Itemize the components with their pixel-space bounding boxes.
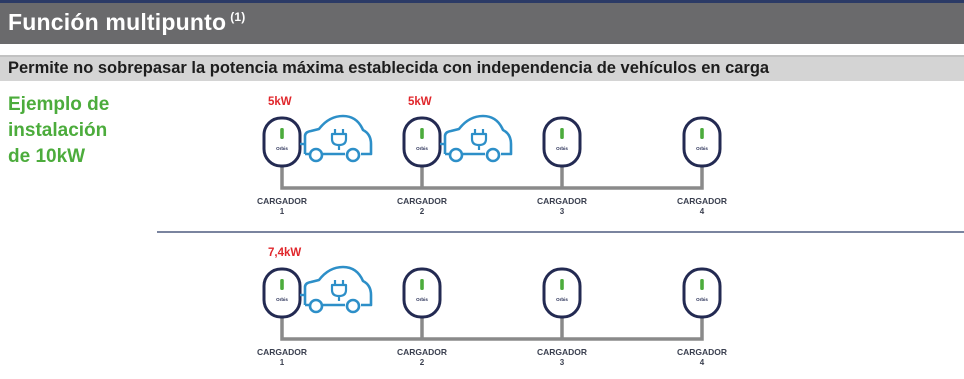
example-label-line-3: de 10kW [8, 146, 86, 167]
status-led-icon [280, 279, 284, 290]
charger-brand-logo: Orbis [276, 146, 288, 151]
power-bus-line [280, 164, 704, 190]
status-led-icon [700, 128, 704, 139]
charger-caption: CARGADOR [397, 347, 447, 357]
title-text: Función multipunto [8, 9, 227, 35]
status-led-icon [280, 128, 284, 139]
charger-power-label: 5kW [268, 96, 292, 108]
charger-number: 2 [420, 207, 425, 216]
charger-number: 4 [700, 358, 705, 367]
charger-number: 3 [560, 207, 565, 216]
electric-car-icon [300, 114, 373, 163]
subtitle-bar: Permite no sobrepasar la potencia máxima… [0, 55, 964, 81]
electric-car-icon [440, 114, 513, 163]
charger-brand-logo: Orbis [416, 297, 428, 302]
charger-icon [682, 116, 722, 168]
charger-brand-logo: Orbis [276, 297, 288, 302]
charger-row: Orbis7,4kWCARGADOR1OrbisCARGADOR2OrbisCA… [257, 247, 727, 367]
status-led-icon [420, 128, 424, 139]
charger-power-label: 5kW [408, 96, 432, 108]
charger-brand-logo: Orbis [416, 146, 428, 151]
status-led-icon [420, 279, 424, 290]
power-bus-line [280, 315, 704, 341]
charger-icon [262, 267, 302, 319]
charger-caption: CARGADOR [257, 347, 307, 357]
charger-power-label: 7,4kW [268, 247, 301, 259]
charger-brand-logo: Orbis [556, 297, 568, 302]
plug-icon [330, 129, 348, 150]
charger-caption: CARGADOR [537, 196, 587, 206]
charger-row: Orbis5kWCARGADOR1Orbis5kWCARGADOR2OrbisC… [257, 96, 727, 216]
charger-caption: CARGADOR [537, 347, 587, 357]
plug-icon [470, 129, 488, 150]
page-title: Función multipunto(1) [8, 9, 246, 36]
charger-number: 1 [280, 358, 285, 367]
charger-icon [262, 116, 302, 168]
charger-icon [682, 267, 722, 319]
charger-brand-logo: Orbis [556, 146, 568, 151]
charger-icon [402, 267, 442, 319]
charger-number: 2 [420, 358, 425, 367]
charger-brand-logo: Orbis [696, 297, 708, 302]
status-led-icon [560, 128, 564, 139]
charger-icon [542, 267, 582, 319]
status-led-icon [700, 279, 704, 290]
charger-icon [542, 116, 582, 168]
example-label-line-1: Ejemplo de [8, 94, 110, 115]
plug-icon [330, 280, 348, 301]
charger-number: 4 [700, 207, 705, 216]
electric-car-icon [300, 265, 373, 314]
charger-icon [402, 116, 442, 168]
charger-brand-logo: Orbis [696, 146, 708, 151]
title-footnote-mark: (1) [230, 10, 246, 25]
example-label: Ejemplo de instalación de 10kW [8, 92, 158, 170]
charger-caption: CARGADOR [397, 196, 447, 206]
charger-caption: CARGADOR [677, 347, 727, 357]
subtitle: Permite no sobrepasar la potencia máxima… [8, 59, 770, 77]
example-label-line-2: instalación [8, 120, 108, 141]
charger-caption: CARGADOR [257, 196, 307, 206]
title-bar: Función multipunto(1) [0, 0, 964, 44]
charger-number: 1 [280, 207, 285, 216]
charger-number: 3 [560, 358, 565, 367]
charger-caption: CARGADOR [677, 196, 727, 206]
status-led-icon [560, 279, 564, 290]
